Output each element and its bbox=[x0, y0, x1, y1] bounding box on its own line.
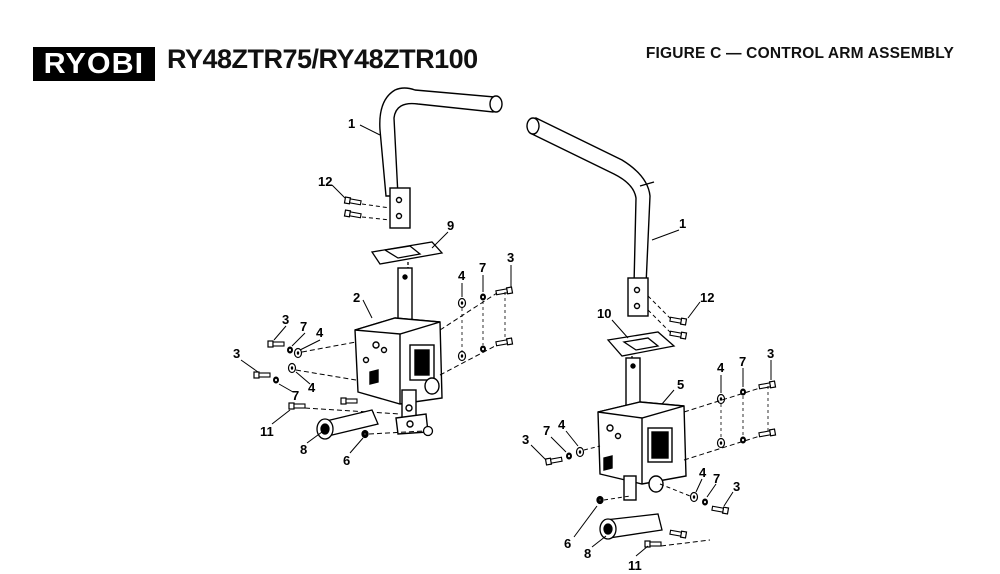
left-left-hardware bbox=[253, 340, 357, 384]
callout-2: 2 bbox=[353, 290, 360, 305]
callout-3-right-b: 3 bbox=[522, 432, 529, 447]
callout-4-left-a: 4 bbox=[458, 268, 466, 283]
callout-6-right: 6 bbox=[564, 536, 571, 551]
callout-7-left-c: 7 bbox=[292, 388, 299, 403]
callout-3-right-a: 3 bbox=[767, 346, 774, 361]
callout-4-right-b: 4 bbox=[558, 417, 566, 432]
model-title: RY48ZTR75/RY48ZTR100 bbox=[167, 44, 478, 74]
callout-3-left-b: 3 bbox=[282, 312, 289, 327]
callout-11-right: 11 bbox=[628, 558, 642, 573]
callout-labels: 1 12 9 2 4 7 3 3 7 4 3 4 7 11 8 6 1 12 1… bbox=[233, 116, 774, 573]
left-plate bbox=[370, 241, 444, 276]
right-leaders bbox=[530, 229, 772, 557]
callout-9: 9 bbox=[447, 218, 454, 233]
left-housing bbox=[354, 267, 443, 435]
callout-4-left-b: 4 bbox=[316, 325, 324, 340]
left-control-arm bbox=[379, 87, 503, 229]
callout-8-right: 8 bbox=[584, 546, 591, 561]
callout-8-left: 8 bbox=[300, 442, 307, 457]
callout-3-left-a: 3 bbox=[507, 250, 514, 265]
right-linkage bbox=[596, 495, 711, 548]
left-bolts-12 bbox=[343, 196, 391, 221]
left-leaders bbox=[240, 124, 512, 454]
callout-1-left: 1 bbox=[348, 116, 355, 131]
callout-10: 10 bbox=[597, 306, 611, 321]
ryobi-logo: RYOBI bbox=[33, 47, 155, 81]
callout-11-left: 11 bbox=[260, 424, 274, 439]
callout-7-right-a: 7 bbox=[739, 354, 746, 369]
callout-3-left-c: 3 bbox=[233, 346, 240, 361]
callout-4-right-c: 4 bbox=[699, 465, 707, 480]
left-right-hardware bbox=[439, 286, 514, 376]
callout-5: 5 bbox=[677, 377, 684, 392]
right-housing bbox=[597, 357, 687, 501]
callout-12-right: 12 bbox=[700, 290, 714, 305]
callout-7-left-a: 7 bbox=[479, 260, 486, 275]
callout-1-right: 1 bbox=[679, 216, 686, 231]
callout-4-right-a: 4 bbox=[717, 360, 725, 375]
brand-name: RYOBI bbox=[43, 47, 145, 80]
right-bolts-12 bbox=[647, 295, 688, 340]
callout-3-right-c: 3 bbox=[733, 479, 740, 494]
figure-title: FIGURE C — CONTROL ARM ASSEMBLY bbox=[645, 45, 954, 62]
callout-12-left: 12 bbox=[318, 174, 332, 189]
right-control-arm bbox=[526, 116, 655, 317]
callout-7-right-c: 7 bbox=[713, 471, 720, 486]
callout-7-right-b: 7 bbox=[543, 423, 550, 438]
right-plate bbox=[606, 331, 676, 366]
right-left-hardware bbox=[544, 445, 730, 515]
right-right-hardware bbox=[683, 380, 777, 461]
callout-6-left: 6 bbox=[343, 453, 350, 468]
left-linkage bbox=[288, 397, 434, 440]
callout-7-left-b: 7 bbox=[300, 319, 307, 334]
callout-4-left-c: 4 bbox=[308, 380, 316, 395]
